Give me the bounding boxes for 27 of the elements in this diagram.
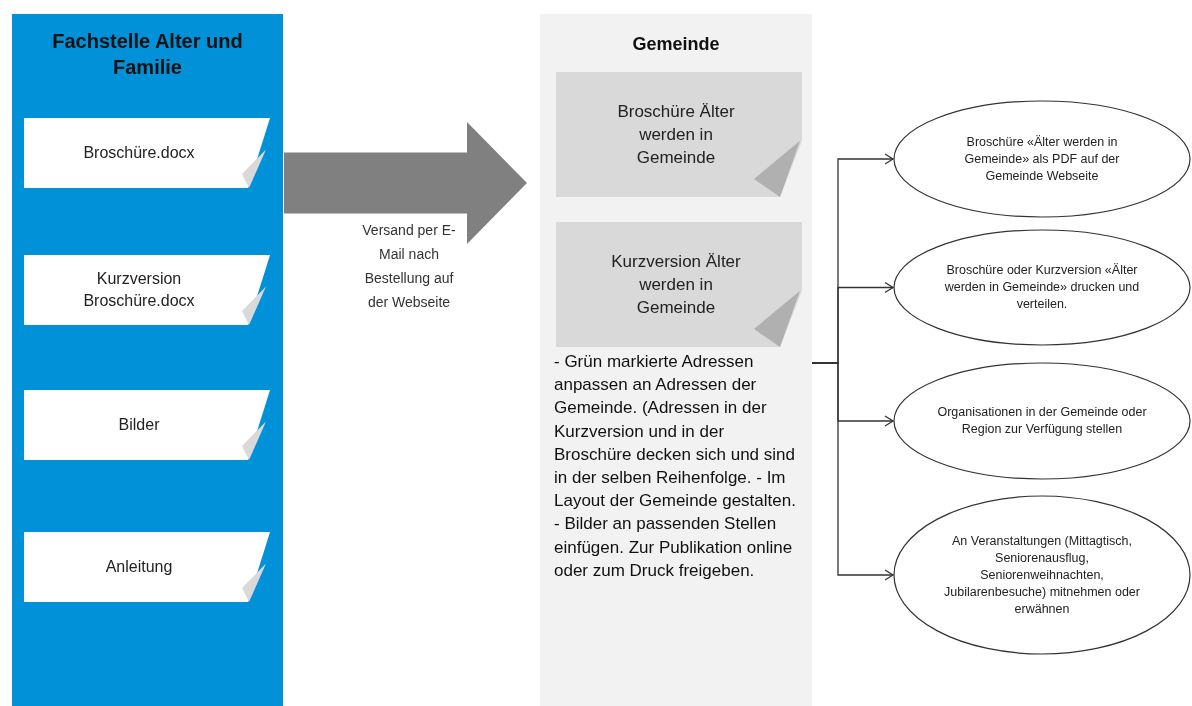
arrow (811, 362, 894, 581)
document-shape (24, 390, 270, 460)
action-text: Broschüre «Älter werden in Gemeinde» als PDF auf der Gemeinde Webseite (963, 133, 1121, 185)
swimlane-panel (540, 14, 812, 706)
action-ellipse (893, 100, 1191, 218)
document-label: Kurzversion Älter werden in Gemeinde (610, 251, 742, 319)
action-ellipse (893, 362, 1191, 480)
document-label: Broschüre Älter werden in Gemeinde (616, 101, 736, 169)
block-arrow (284, 122, 527, 244)
lane-heading: Fachstelle Alter und Familie (51, 29, 244, 80)
document-label: Bilder (118, 415, 160, 435)
action-ellipse (893, 229, 1191, 346)
document-shape (24, 532, 270, 602)
document-label: Anleitung (105, 557, 173, 577)
instruction-text: - Grün markierte Adressen anpassen an Adressen der Gemeinde. (Adressen in der Kurzversion und in der Broschüre decken sich und sind in der selben Reihenfolge. - Im Layout der Gemeinde gestalten. - Bilder an passenden Stellen einfügen. Zur Publikation online oder zum Druck freigeben. (554, 351, 796, 582)
document-label: Broschüre.docx (83, 143, 195, 163)
swimlane-panel (12, 14, 283, 706)
document-shape (556, 72, 802, 197)
lane-heading: Gemeinde (632, 33, 720, 56)
action-ellipse (893, 495, 1191, 655)
document-shape (556, 222, 802, 347)
document-shape (24, 255, 270, 325)
action-text: Broschüre oder Kurzversion «Älter werden in Gemeinde» drucken und verteilen. (943, 262, 1141, 313)
action-text: An Veranstaltungen (Mittagtisch, Seniorenausflug, Seniorenweihnachten, Jubilarenbesuche) mitnehmen oder erwähnen (943, 532, 1141, 618)
document-label: Kurzversion Broschüre.docx (82, 269, 196, 311)
document-shape (24, 118, 270, 188)
action-text: Organisationen in der Gemeinde oder Region zur Verfügung stellen (936, 404, 1148, 438)
